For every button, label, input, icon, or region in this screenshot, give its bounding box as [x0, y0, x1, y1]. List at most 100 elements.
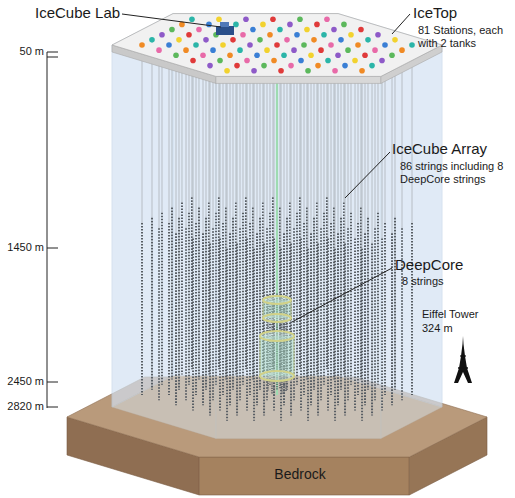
icetop-station — [324, 16, 330, 22]
bedrock-side — [199, 457, 409, 495]
icetop-station — [227, 52, 233, 58]
icetop-station — [257, 37, 263, 43]
icetop-station — [321, 32, 327, 38]
lab-building-body — [216, 26, 234, 35]
icetop-station — [240, 32, 246, 38]
icetop-station — [251, 68, 257, 74]
icetop-station — [237, 47, 243, 53]
icetop-station — [264, 47, 270, 53]
icetop-station — [399, 47, 405, 53]
icetop-station — [345, 47, 351, 53]
icetop-station — [389, 52, 395, 58]
icetop-station — [206, 22, 212, 28]
icetop-station — [193, 42, 199, 48]
icetop-station — [297, 16, 303, 22]
icetop-station — [271, 58, 277, 64]
plate-side — [216, 76, 381, 83]
part-note: 86 strings including 8 DeepCore strings — [400, 160, 512, 185]
icetop-station — [270, 16, 276, 22]
icetop-station — [325, 58, 331, 64]
icetop-station — [217, 58, 223, 64]
icetop-station — [254, 52, 260, 58]
icetop-station — [305, 68, 311, 74]
icetop-station — [409, 42, 415, 48]
icetop-station — [308, 52, 314, 58]
icetop-station — [196, 27, 202, 33]
icetop-station — [301, 42, 307, 48]
leader-line — [392, 14, 410, 34]
icetop-station — [291, 47, 297, 53]
icetop-station — [359, 68, 365, 74]
ice-face — [381, 45, 442, 438]
icetop-station — [348, 32, 354, 38]
icetop-station — [189, 16, 195, 22]
depth-scale — [47, 52, 58, 408]
icetop-station — [274, 42, 280, 48]
icetop-station — [139, 42, 145, 48]
lab-building-roof — [220, 22, 229, 27]
icetop-station — [173, 52, 179, 58]
icetop-station — [176, 37, 182, 43]
reference-name: Eiffel Tower — [422, 308, 512, 321]
scale-tick — [47, 57, 58, 58]
icetop-station — [277, 27, 283, 33]
icetop-station — [379, 58, 385, 64]
icetop-station — [304, 27, 310, 33]
icetop-station — [210, 47, 216, 53]
scale-tick — [47, 407, 58, 408]
icetop-station — [166, 42, 172, 48]
scale-tick — [47, 382, 58, 383]
icetop-station — [382, 42, 388, 48]
icetop-station — [311, 37, 317, 43]
icetop-station — [169, 27, 175, 33]
part-name: IceTop — [413, 4, 513, 21]
icetop-station — [294, 32, 300, 38]
icetop-station — [375, 32, 381, 38]
leader-line — [345, 152, 390, 198]
icetop-station — [159, 32, 165, 38]
icetop-station — [261, 63, 267, 69]
icetop-station — [372, 47, 378, 53]
leader-lines — [122, 14, 410, 322]
icetop-station — [288, 63, 294, 69]
icetop-station — [365, 37, 371, 43]
icetop-station — [315, 63, 321, 69]
icetop-station — [358, 27, 364, 33]
icetop-station — [352, 58, 358, 64]
icetop-station — [234, 63, 240, 69]
eiffel-tower-symbol — [454, 336, 472, 383]
icetop-station — [220, 42, 226, 48]
plate-top — [112, 14, 442, 77]
eiffel-tower-platform — [460, 355, 466, 356]
icetop-station — [244, 58, 250, 64]
surface-plate — [112, 14, 442, 84]
depth-value: 50 m — [0, 45, 44, 58]
icetop-station — [183, 47, 189, 53]
icetop-station — [247, 42, 253, 48]
icetop-station — [369, 63, 375, 69]
icetop-station — [342, 63, 348, 69]
icetop-station — [243, 16, 249, 22]
icetop-station — [362, 52, 368, 58]
icetop-station — [200, 52, 206, 58]
icetop-station — [207, 63, 213, 69]
icetop-station — [332, 68, 338, 74]
icetop-station — [281, 52, 287, 58]
icetop-station — [328, 42, 334, 48]
icetop-station — [298, 58, 304, 64]
part-name: DeepCore — [395, 256, 505, 273]
icetop-station — [338, 37, 344, 43]
icetop-station — [250, 27, 256, 33]
icetop-station — [216, 16, 222, 22]
icetop-station — [233, 22, 239, 28]
part-note: 8 strings — [402, 275, 502, 288]
icetop-station — [267, 32, 273, 38]
icetop-station — [287, 22, 293, 28]
part-name: IceCube Array — [392, 140, 512, 157]
icetop-station — [314, 22, 320, 28]
icetop-station — [392, 37, 398, 43]
icetop-stations — [139, 16, 415, 73]
